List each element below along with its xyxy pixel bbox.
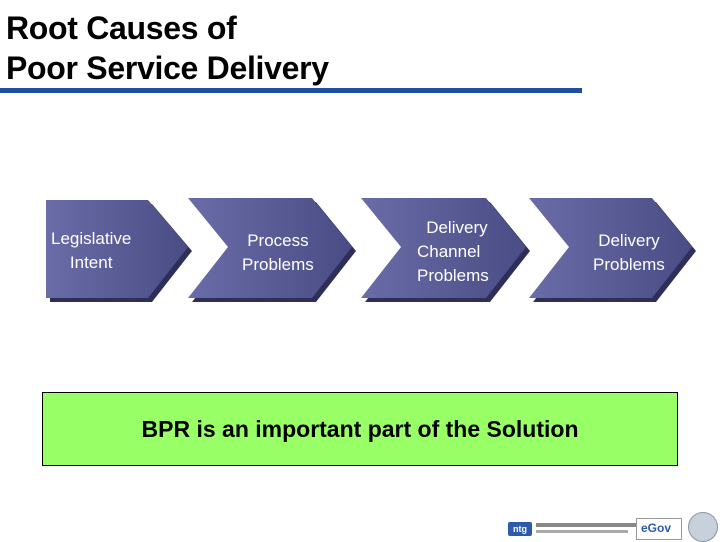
label-line: Problems — [593, 255, 665, 274]
chevron-label-delivery-channel-problems: Delivery Channel Problems — [417, 216, 489, 288]
chevron-process-problems — [188, 198, 356, 302]
chevron-delivery-channel-problems — [361, 198, 530, 302]
label-line: Process — [247, 231, 309, 250]
label-line: Delivery — [598, 231, 660, 250]
chevron-label-process-problems: Process Problems — [242, 229, 314, 277]
label-line: Delivery — [426, 218, 488, 237]
seal-icon — [688, 512, 718, 542]
slide-title: Root Causes of Poor Service Delivery — [6, 8, 329, 88]
label-line: Channel — [417, 242, 481, 261]
label-line: Problems — [417, 266, 489, 285]
chevron-legislative-intent — [46, 200, 192, 302]
title-line-1: Root Causes of — [6, 10, 237, 46]
chevron-label-delivery-problems: Delivery Problems — [593, 229, 665, 277]
title-underline — [0, 88, 582, 93]
egov-logo: eGov — [636, 518, 682, 540]
solution-text: BPR is an important part of the Solution — [141, 415, 579, 442]
logo-caption-bar — [536, 523, 636, 527]
chevron-delivery-problems — [529, 198, 696, 302]
title-line-2: Poor Service Delivery — [6, 50, 329, 86]
solution-box: BPR is an important part of the Solution — [42, 392, 678, 466]
ntg-logo: ntg — [508, 522, 532, 536]
footer-logos: ntg eGov — [508, 512, 720, 542]
chevron-label-legislative-intent: Legislative Intent — [51, 227, 131, 275]
label-line: Problems — [242, 255, 314, 274]
logo-caption-bar — [536, 530, 628, 533]
egov-logo-mark: eGov — [641, 521, 672, 535]
label-line: Intent — [69, 253, 113, 272]
label-line: Legislative — [51, 229, 132, 248]
